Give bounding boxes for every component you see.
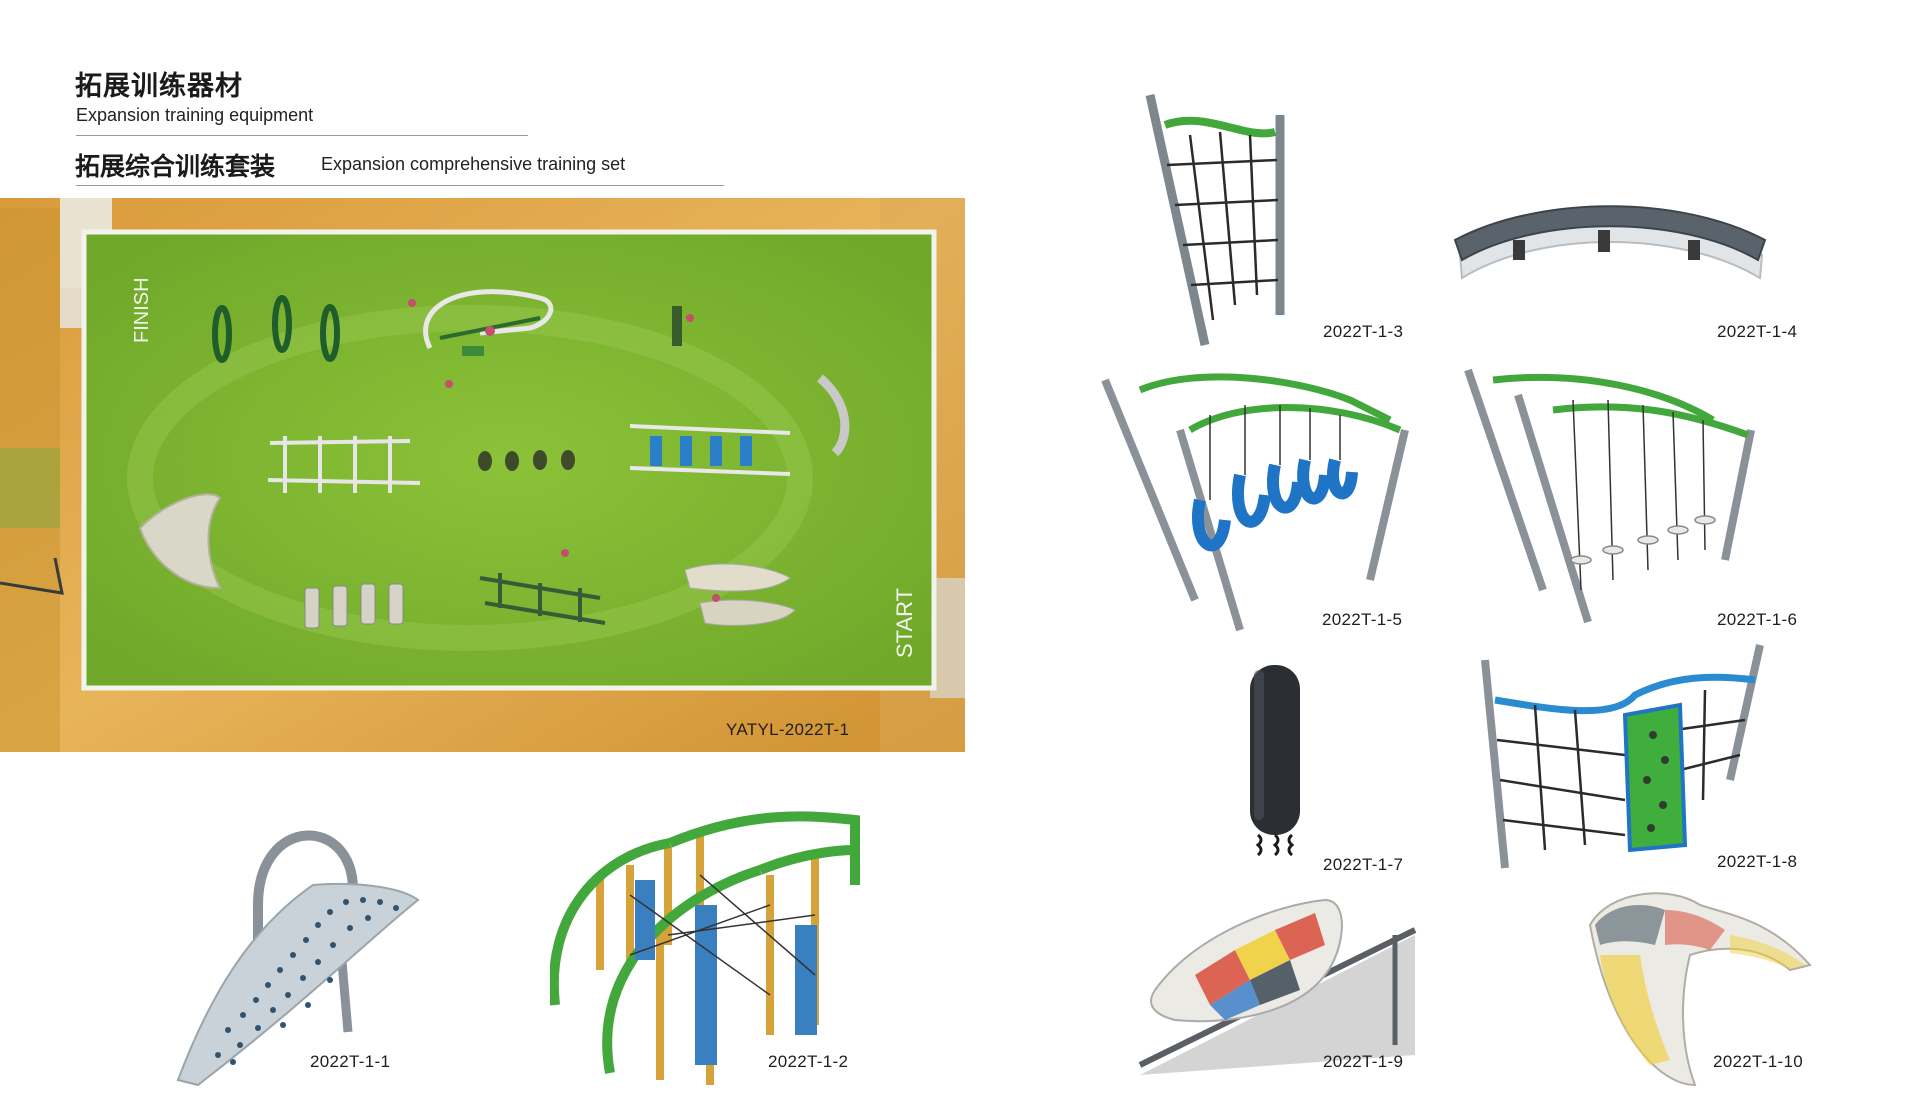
product-card-2022t-1-4[interactable] <box>1450 200 1780 300</box>
section-title: 拓展综合训练套装 <box>75 152 276 181</box>
field-swing-walk-icon <box>267 436 421 493</box>
curved-climbing-board-icon <box>1588 892 1812 1087</box>
section-title-english: Expansion comprehensive training set <box>321 154 626 174</box>
field-climbing-pair-icon <box>684 563 796 626</box>
section-divider <box>76 185 724 186</box>
inclined-climbing-board-icon <box>1138 898 1417 1075</box>
product-card-2022t-1-10[interactable] <box>1570 885 1820 1090</box>
finish-marking: FINISH <box>131 277 153 343</box>
field-curved-beam-icon <box>816 374 850 457</box>
product-card-2022t-1-5[interactable] <box>1100 360 1420 645</box>
product-card-2022t-1-1[interactable] <box>168 800 448 1090</box>
arched-rope-tunnel-icon <box>548 811 860 1085</box>
product-code-label: 2022T-1-6 <box>1717 610 1798 629</box>
curved-spring-beam-icon <box>1453 205 1767 280</box>
field-net-bridge-icon <box>479 573 606 625</box>
product-code-label: 2022T-1-7 <box>1323 855 1404 874</box>
product-card-2022t-1-8[interactable] <box>1475 640 1775 875</box>
start-marking: START <box>892 588 917 658</box>
hanging-disc-bridge-icon <box>1464 368 1755 624</box>
product-card-2022t-1-3[interactable] <box>1145 90 1305 350</box>
field-people-icon <box>408 299 720 602</box>
field-arches-icon <box>212 295 340 363</box>
product-code-label: 2022T-1-8 <box>1717 852 1798 871</box>
field-bollards-icon <box>304 583 404 629</box>
page-title-english: Expansion training equipment <box>76 105 314 125</box>
header-divider <box>76 135 528 136</box>
hanging-seat-walk-icon <box>1101 373 1409 632</box>
net-climbing-wall-icon <box>1481 644 1764 869</box>
product-code-label: 2022T-1-5 <box>1322 610 1403 629</box>
aerial-field-illustration: FINISH START <box>0 198 965 752</box>
product-code-label: 2022T-1-10 <box>1713 1052 1803 1071</box>
climbing-net-wall-icon <box>1145 94 1285 346</box>
aerial-field-photo: FINISH START <box>0 198 965 752</box>
field-blue-seats-icon <box>629 424 791 476</box>
field-post-icon <box>672 306 682 346</box>
product-card-2022t-1-2[interactable] <box>548 795 870 1095</box>
page-title: 拓展训练器材 <box>75 71 243 102</box>
set-code-label: YATYL-2022T-1 <box>726 720 850 739</box>
product-card-2022t-1-6[interactable] <box>1463 360 1763 635</box>
field-spring-posts-icon <box>478 450 575 471</box>
product-card-2022t-1-7[interactable] <box>1240 660 1310 860</box>
product-code-label: 2022T-1-4 <box>1717 322 1798 341</box>
spring-post-icon <box>1250 665 1300 857</box>
field-railing-icon <box>0 557 64 595</box>
product-code-label: 2022T-1-3 <box>1323 322 1404 341</box>
field-climbing-board-icon <box>138 493 222 590</box>
product-code-label: 2022T-1-9 <box>1323 1052 1404 1071</box>
product-card-2022t-1-9[interactable] <box>1135 895 1420 1085</box>
product-code-label: 2022T-1-1 <box>310 1052 391 1071</box>
curved-climbing-panel-icon <box>176 830 420 1087</box>
product-code-label: 2022T-1-2 <box>768 1052 849 1071</box>
